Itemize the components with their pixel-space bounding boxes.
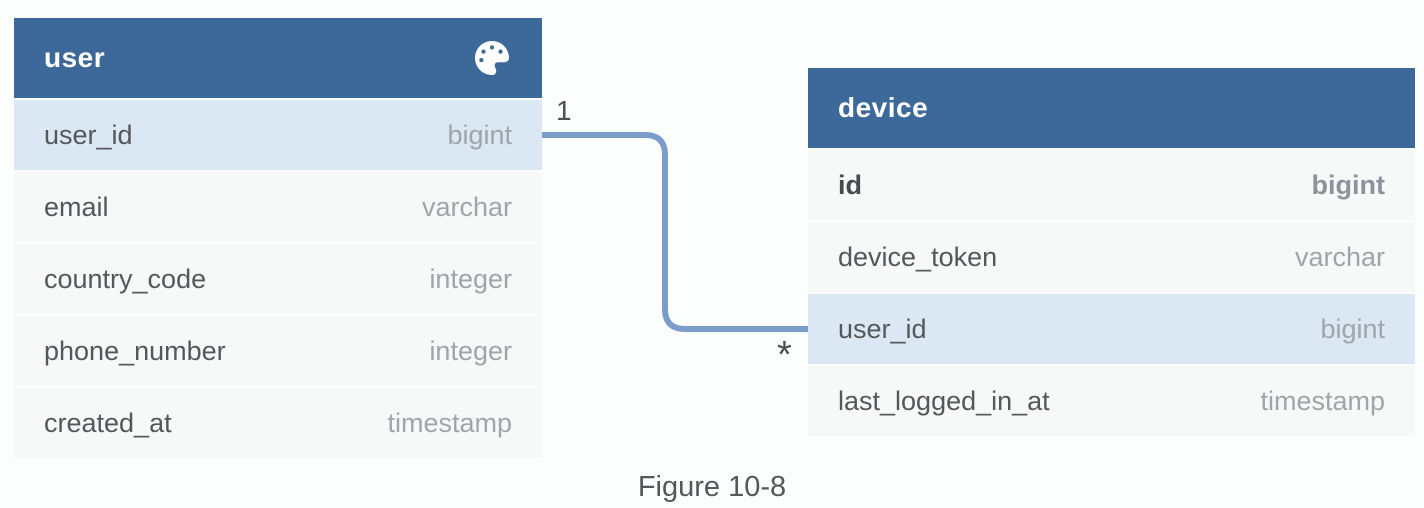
table-user: user user_id bigint email varchar countr…	[14, 18, 542, 458]
table-row: device_token varchar	[808, 220, 1415, 292]
column-type: bigint	[1311, 169, 1385, 200]
column-name: created_at	[44, 407, 172, 438]
column-name: last_logged_in_at	[838, 385, 1050, 416]
column-type: timestamp	[387, 407, 512, 438]
column-name: email	[44, 191, 109, 222]
table-row: user_id bigint	[14, 98, 542, 170]
column-type: varchar	[1294, 241, 1385, 272]
table-header: device	[808, 68, 1415, 148]
column-name: phone_number	[44, 335, 226, 366]
cardinality-many-label: *	[777, 334, 792, 376]
column-name: user_id	[44, 119, 133, 150]
table-row: email varchar	[14, 170, 542, 242]
table-row: user_id bigint	[808, 292, 1415, 364]
table-header: user	[14, 18, 542, 98]
table-row: phone_number integer	[14, 314, 542, 386]
column-type: integer	[429, 263, 512, 294]
column-type: varchar	[421, 191, 512, 222]
figure-caption: Figure 10-8	[637, 471, 787, 503]
column-name: device_token	[838, 241, 998, 272]
table-title: user	[44, 42, 106, 73]
table-title: device	[838, 92, 929, 123]
table-row: country_code integer	[14, 242, 542, 314]
column-type: bigint	[1320, 313, 1385, 344]
palette-icon	[472, 40, 512, 76]
table-device: device id bigint device_token varchar us…	[808, 68, 1415, 436]
table-row: created_at timestamp	[14, 386, 542, 458]
table-row: last_logged_in_at timestamp	[808, 364, 1415, 436]
table-row: id bigint	[808, 148, 1415, 220]
column-name: user_id	[838, 313, 927, 344]
column-name: id	[838, 169, 862, 200]
column-type: timestamp	[1260, 385, 1385, 416]
column-name: country_code	[44, 263, 207, 294]
column-type: integer	[429, 335, 512, 366]
column-type: bigint	[447, 119, 512, 150]
cardinality-one-label: 1	[556, 95, 572, 126]
